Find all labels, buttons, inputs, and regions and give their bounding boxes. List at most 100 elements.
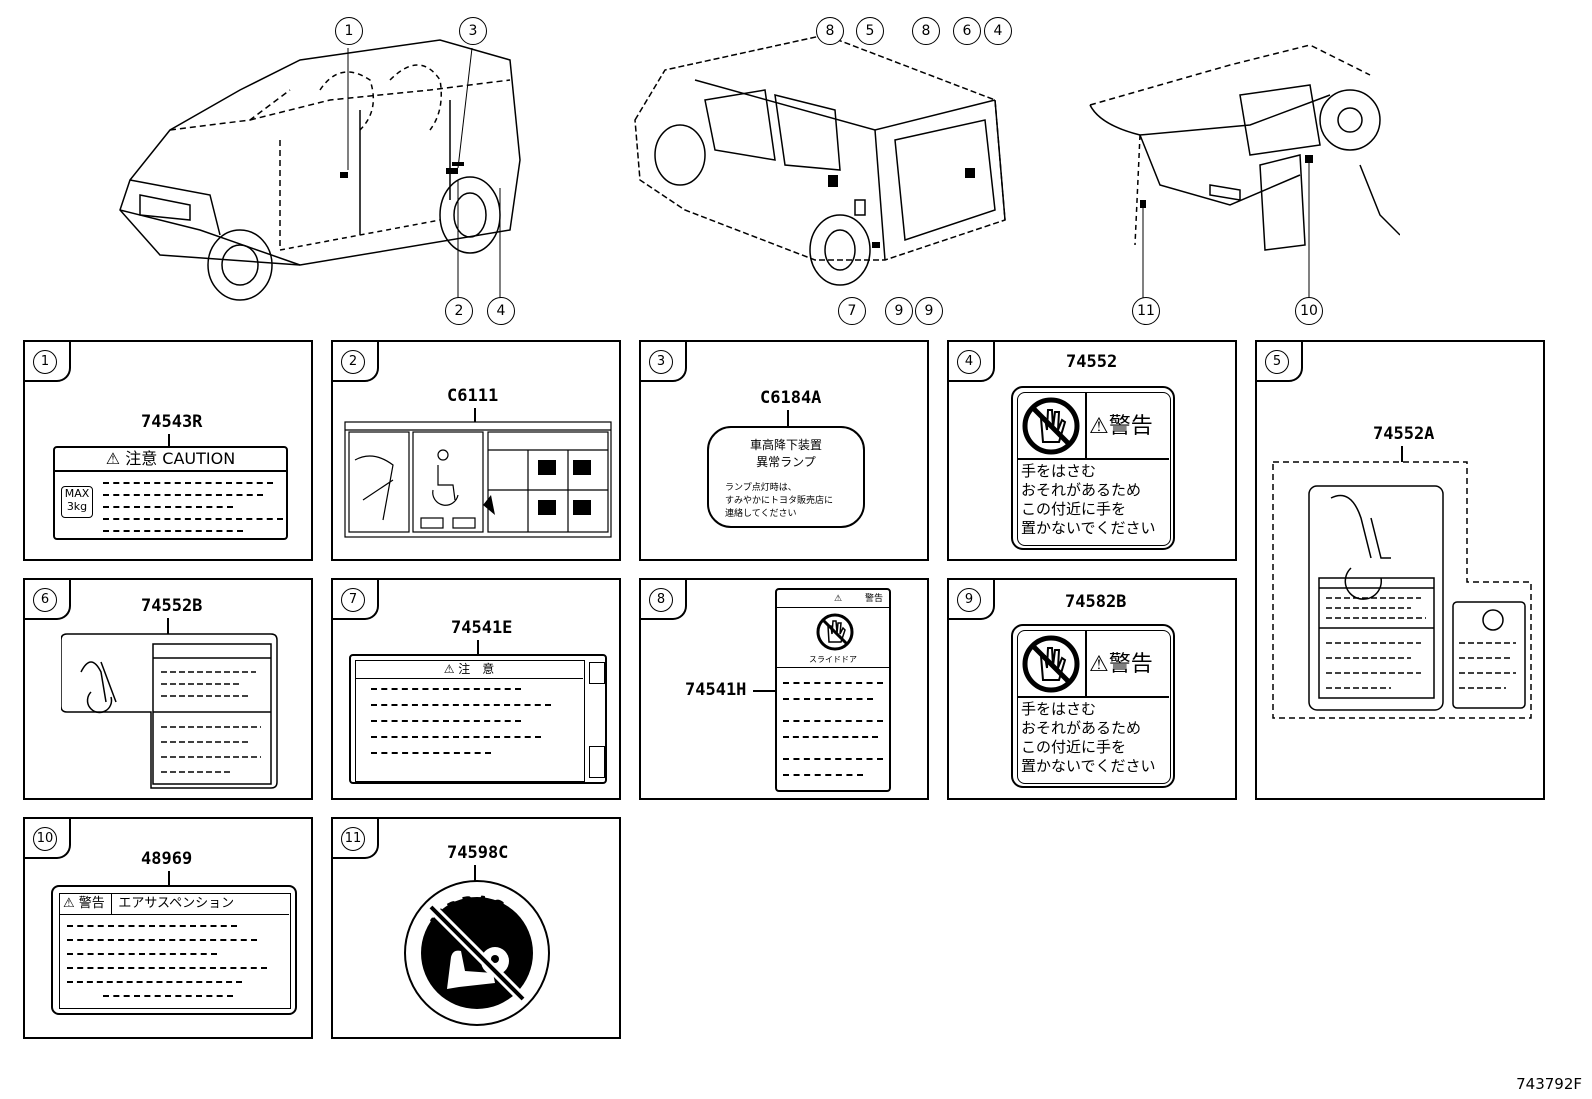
- label-panel-8: 8 74541H ⚠ 警告 スライドドア: [639, 578, 929, 800]
- no-hand-icon: [816, 613, 854, 651]
- callout-10: 10: [1295, 297, 1323, 325]
- leader-line: [477, 640, 479, 656]
- warning-line-1: 手をはさむ: [1021, 462, 1097, 480]
- hand-pinch-warning-label: ⚠警告 手をはさむ おそれがあるため この付近に手を 置かないでください: [1011, 624, 1175, 788]
- part-number: 74552A: [1373, 424, 1435, 444]
- leader-line: [753, 690, 777, 692]
- warning-heading: ⚠警告: [1089, 652, 1153, 677]
- label-panel-9: 9 74582B ⚠警告 手をはさむ おそれがあるため この付近に手を 置かない…: [947, 578, 1237, 800]
- part-number: 74582B: [1065, 592, 1127, 612]
- label-line-5: 連絡してください: [725, 509, 797, 519]
- callout-6: 6: [953, 17, 981, 45]
- label-panel-3: 3 C6184A 車高降下装置 異常ランプ ランプ点灯時は、 すみやかにトヨタ販…: [639, 340, 929, 561]
- leader-line: [787, 410, 789, 428]
- part-number: 74552B: [141, 596, 203, 616]
- leader-line: [168, 434, 170, 448]
- warning-line-3: この付近に手を: [1021, 500, 1127, 518]
- callout-9: 9: [915, 297, 943, 325]
- panel-index: 9: [957, 588, 981, 612]
- diagram-id: 743792F: [1516, 1075, 1582, 1093]
- warning-line-4: 置かないでください: [1021, 519, 1156, 537]
- warning-text: 警告: [78, 896, 105, 911]
- part-number: 74598C: [447, 843, 509, 863]
- panel-index: 7: [341, 588, 365, 612]
- lowering-warning-label: 車高降下装置 異常ランプ ランプ点灯時は、 すみやかにトヨタ販売店に 連絡してく…: [707, 426, 865, 528]
- warning-heading: ⚠ 警告: [777, 590, 889, 608]
- callout-1: 1: [335, 17, 363, 45]
- no-hand-icon: [1022, 635, 1080, 693]
- caution-heading: ⚠ 注 意: [355, 660, 583, 679]
- label-panel-11: 11 74598C AIRBAG: [331, 817, 621, 1039]
- caution-text: 注意 CAUTION: [125, 449, 236, 468]
- panel-index: 4: [957, 350, 981, 374]
- caution-instruction-label: ⚠ 注 意: [349, 654, 607, 784]
- warning-line-2: おそれがあるため: [1021, 719, 1142, 737]
- slide-door-warning-label: ⚠ 警告 スライドドア: [775, 588, 891, 792]
- label-line-2: 異常ランプ: [756, 455, 816, 469]
- leader-line: [168, 871, 170, 887]
- max-text: MAX: [64, 487, 90, 500]
- panel-index: 1: [33, 350, 57, 374]
- part-number: 74541E: [451, 618, 513, 638]
- label-panel-2: 2 C6111: [331, 340, 621, 561]
- leader-line: [1401, 446, 1403, 462]
- callout-8: 8: [816, 17, 844, 45]
- label-panel-4: 4 74552 ⚠警告 手をはさむ おそれがあるため この付近に手を 置かないで…: [947, 340, 1237, 561]
- warning-line-4: 置かないでください: [1021, 757, 1156, 775]
- warning-line-1: 手をはさむ: [1021, 700, 1097, 718]
- caution-text: 注 意: [458, 662, 495, 676]
- warning-line-2: おそれがあるため: [1021, 481, 1142, 499]
- weight-text: 3kg: [66, 500, 88, 513]
- callout-8: 8: [912, 17, 940, 45]
- part-number: C6184A: [760, 388, 822, 408]
- seatbelt-label: [61, 633, 278, 789]
- callout-4: 4: [487, 297, 515, 325]
- label-line-4: すみやかにトヨタ販売店に: [725, 496, 834, 506]
- air-suspension-warning-label: ⚠ 警告エアサスペンション: [51, 885, 297, 1015]
- label-panel-7: 7 74541E ⚠ 注 意: [331, 578, 621, 800]
- warning-text: 警告: [1108, 414, 1153, 439]
- leader-line: [167, 618, 169, 634]
- callout-9: 9: [885, 297, 913, 325]
- leader-line: [474, 865, 476, 881]
- part-number: 74541H: [685, 680, 747, 700]
- part-number: 74552: [1066, 352, 1118, 372]
- warning-line-3: この付近に手を: [1021, 738, 1127, 756]
- panel-index: 10: [33, 827, 57, 851]
- label-panel-5: 5 74552A: [1255, 340, 1545, 800]
- panel-index: 11: [341, 827, 365, 851]
- no-hand-icon: [1022, 397, 1080, 455]
- warning-heading: ⚠警告: [1089, 414, 1153, 439]
- callout-3: 3: [459, 17, 487, 45]
- vehicle-side-view-illustration: [119, 39, 521, 301]
- callout-2: 2: [445, 297, 473, 325]
- warning-heading: ⚠ 警告エアサスペンション: [59, 893, 289, 915]
- slide-door-text: スライドドア: [777, 654, 889, 668]
- vehicle-rear-view-illustration: [634, 34, 1006, 286]
- callout-11: 11: [1132, 297, 1160, 325]
- dashboard-illustration: [1089, 44, 1400, 300]
- callout-4: 4: [984, 17, 1012, 45]
- part-number: 74543R: [141, 412, 203, 432]
- part-number: C6111: [447, 386, 499, 406]
- panel-index: 2: [341, 350, 365, 374]
- label-panel-6: 6 74552B: [23, 578, 313, 800]
- leader-line: [474, 408, 476, 422]
- airbag-warning-label: AIRBAG: [404, 880, 550, 1026]
- panel-index: 6: [33, 588, 57, 612]
- caution-header: ⚠ 注意 CAUTION: [55, 448, 286, 472]
- callout-7: 7: [838, 297, 866, 325]
- seatbelt-wheelchair-label: [1272, 461, 1532, 719]
- label-line-1: 車高降下装置: [749, 438, 822, 452]
- panel-index: 3: [649, 350, 673, 374]
- panel-index: 5: [1265, 350, 1289, 374]
- air-suspension-title: エアサスペンション: [118, 896, 235, 911]
- label-panel-10: 10 48969 ⚠ 警告エアサスペンション: [23, 817, 313, 1039]
- warning-text: 警告: [864, 594, 883, 604]
- part-number: 48969: [141, 849, 193, 869]
- callout-5: 5: [856, 17, 884, 45]
- warning-text: 警告: [1108, 652, 1153, 677]
